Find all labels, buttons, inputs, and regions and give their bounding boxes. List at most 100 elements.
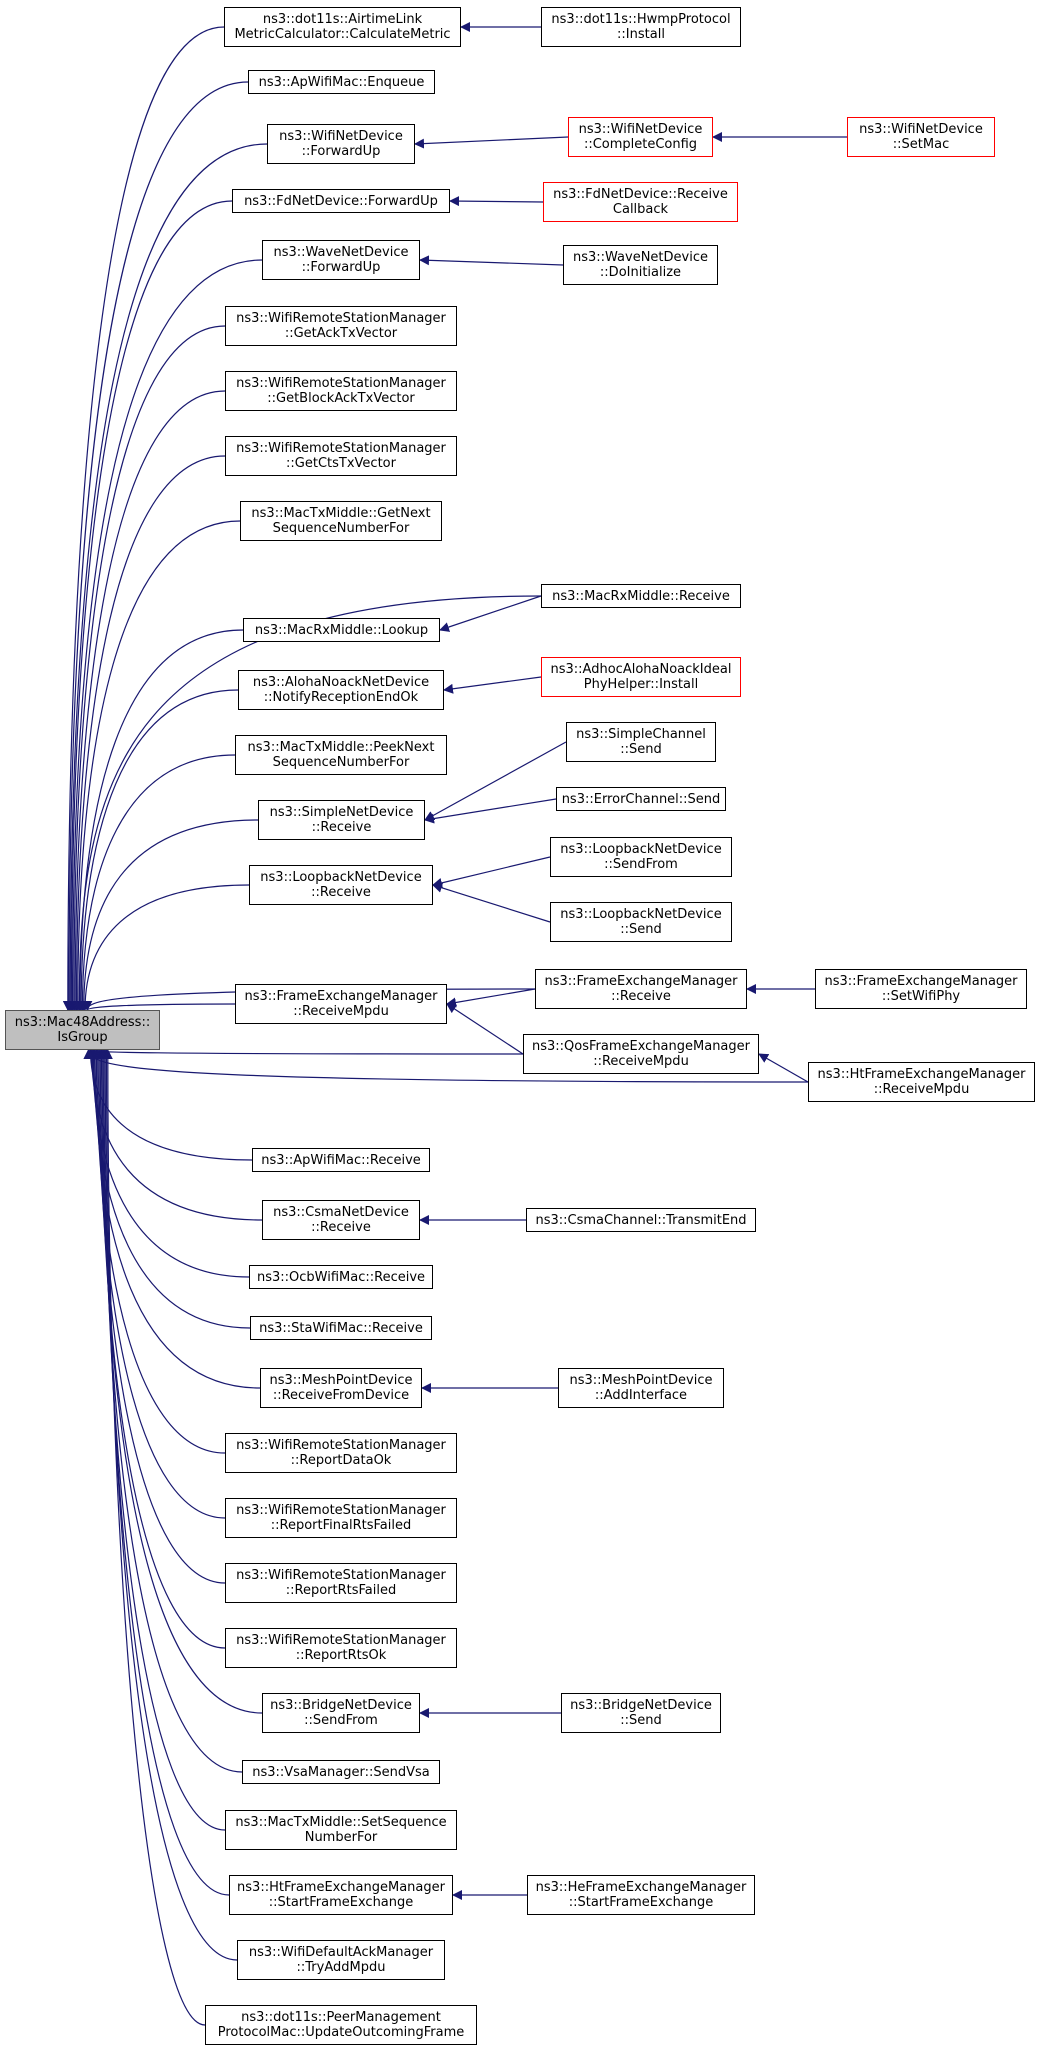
graph-node-n18[interactable]: ns3::OcbWifiMac::Receive — [249, 1265, 433, 1289]
graph-node-m12[interactable]: ns3::QosFrameExchangeManager::ReceiveMpd… — [523, 1034, 759, 1074]
node-label-line: ns3::LoopbackNetDevice — [560, 842, 722, 857]
edge-n11-to-root — [76, 689, 239, 1011]
node-label-line: ns3::WifiNetDevice — [859, 122, 983, 137]
edge-n18-to-root — [87, 1049, 250, 1278]
node-label-line: ns3::MeshPointDevice — [569, 1373, 713, 1388]
edge-layer — [62, 22, 847, 2026]
edge-m10-to-n14 — [432, 882, 551, 923]
node-label-line: ::Receive — [311, 1220, 371, 1235]
edge-m6-to-n11 — [443, 676, 542, 694]
graph-node-n6[interactable]: ns3::WifiRemoteStationManager::GetAckTxV… — [225, 306, 457, 346]
node-label-line: MetricCalculator::CalculateMetric — [234, 27, 451, 42]
graph-node-n16[interactable]: ns3::ApWifiMac::Receive — [252, 1148, 430, 1172]
node-label-line: ns3::WifiDefaultAckManager — [248, 1945, 434, 1960]
node-label-line: ns3::MacTxMiddle::PeekNext — [247, 740, 435, 755]
graph-node-n15[interactable]: ns3::FrameExchangeManager::ReceiveMpdu — [235, 984, 447, 1024]
graph-node-r3[interactable]: ns3::HtFrameExchangeManager::ReceiveMpdu — [808, 1062, 1035, 1102]
graph-node-n5[interactable]: ns3::WaveNetDevice::ForwardUp — [262, 240, 420, 280]
graph-node-m16[interactable]: ns3::HeFrameExchangeManager::StartFrameE… — [527, 1875, 755, 1915]
graph-node-n2[interactable]: ns3::ApWifiMac::Enqueue — [248, 70, 435, 94]
graph-node-n23[interactable]: ns3::WifiRemoteStationManager::ReportRts… — [225, 1563, 457, 1603]
node-label-line: ns3::FrameExchangeManager — [544, 974, 738, 989]
edge-m12-to-n15 — [446, 1003, 524, 1055]
graph-node-m2[interactable]: ns3::WifiNetDevice::CompleteConfig — [568, 117, 713, 157]
graph-node-n24[interactable]: ns3::WifiRemoteStationManager::ReportRts… — [225, 1628, 457, 1668]
edge-m3-to-n4 — [449, 196, 544, 207]
graph-node-m8[interactable]: ns3::ErrorChannel::Send — [556, 787, 726, 811]
graph-node-m4[interactable]: ns3::WaveNetDevice::DoInitialize — [563, 245, 718, 285]
graph-node-m1[interactable]: ns3::dot11s::HwmpProtocol::Install — [541, 7, 741, 47]
edge-n27-to-root — [98, 1049, 226, 1831]
graph-node-r1[interactable]: ns3::WifiNetDevice::SetMac — [847, 117, 995, 157]
node-label-line: ::StartFrameExchange — [568, 1895, 714, 1910]
edge-m8-to-n13 — [424, 798, 557, 824]
node-label-line: Callback — [612, 202, 669, 217]
graph-node-n17[interactable]: ns3::CsmaNetDevice::Receive — [262, 1200, 420, 1240]
graph-node-m10[interactable]: ns3::LoopbackNetDevice::Send — [550, 902, 732, 942]
edge-m5-to-n10 — [439, 595, 542, 632]
edge-m9-to-n14 — [432, 856, 551, 888]
node-label-line: ::ReceiveMpdu — [293, 1004, 389, 1019]
edge-n8-to-root — [71, 455, 226, 1011]
node-label-line: ::ReceiveMpdu — [593, 1054, 689, 1069]
node-label-line: ::ReportRtsOk — [295, 1648, 387, 1663]
graph-node-n13[interactable]: ns3::SimpleNetDevice::Receive — [258, 800, 425, 840]
node-label-line: ns3::OcbWifiMac::Receive — [256, 1269, 426, 1285]
node-label-line: ::GetCtsTxVector — [286, 456, 396, 471]
edge-n1-to-root — [62, 26, 225, 1011]
graph-node-n25[interactable]: ns3::BridgeNetDevice::SendFrom — [262, 1693, 420, 1733]
graph-node-n19[interactable]: ns3::StaWifiMac::Receive — [250, 1316, 432, 1340]
graph-node-m11[interactable]: ns3::FrameExchangeManager::Receive — [535, 969, 747, 1009]
graph-node-n21[interactable]: ns3::WifiRemoteStationManager::ReportDat… — [225, 1433, 457, 1473]
edge-m7-to-n13 — [424, 741, 567, 821]
graph-node-n8[interactable]: ns3::WifiRemoteStationManager::GetCtsTxV… — [225, 436, 457, 476]
node-label-line: ns3::FdNetDevice::Receive — [553, 187, 728, 202]
node-label-line: ns3::LoopbackNetDevice — [260, 870, 422, 885]
edge-r3-to-m12 — [758, 1053, 809, 1083]
graph-node-n26[interactable]: ns3::VsaManager::SendVsa — [242, 1760, 440, 1784]
graph-node-m5[interactable]: ns3::MacRxMiddle::Receive — [541, 584, 741, 608]
graph-node-n10[interactable]: ns3::MacRxMiddle::Lookup — [243, 618, 440, 642]
graph-node-n28[interactable]: ns3::HtFrameExchangeManager::StartFrameE… — [229, 1875, 453, 1915]
node-label-line: ::ReceiveFromDevice — [272, 1388, 410, 1403]
graph-node-n29[interactable]: ns3::WifiDefaultAckManager::TryAddMpdu — [237, 1940, 445, 1980]
graph-node-r2[interactable]: ns3::FrameExchangeManager::SetWifiPhy — [815, 969, 1027, 1009]
node-label-line: ::NotifyReceptionEndOk — [263, 690, 419, 705]
edge-n7-to-root — [70, 390, 226, 1011]
edge-n21-to-root — [91, 1049, 226, 1454]
graph-node-n3[interactable]: ns3::WifiNetDevice::ForwardUp — [267, 124, 415, 164]
graph-node-n14[interactable]: ns3::LoopbackNetDevice::Receive — [249, 865, 433, 905]
node-label-line: ::DoInitialize — [599, 265, 682, 280]
graph-node-n7[interactable]: ns3::WifiRemoteStationManager::GetBlockA… — [225, 371, 457, 411]
node-label-line: ns3::ApWifiMac::Receive — [261, 1152, 421, 1168]
graph-node-m13[interactable]: ns3::CsmaChannel::TransmitEnd — [526, 1208, 756, 1232]
edge-n14-to-root — [80, 884, 250, 1011]
graph-node-m7[interactable]: ns3::SimpleChannel::Send — [566, 722, 716, 762]
graph-node-m15[interactable]: ns3::BridgeNetDevice::Send — [561, 1693, 721, 1733]
node-label-line: ::ForwardUp — [301, 144, 381, 159]
graph-node-n11[interactable]: ns3::AlohaNoackNetDevice::NotifyReceptio… — [238, 670, 444, 710]
edge-n19-to-root — [88, 1049, 251, 1329]
node-label-line: ns3::CsmaChannel::TransmitEnd — [535, 1212, 747, 1228]
node-label-line: ::Receive — [611, 989, 671, 1004]
node-label-line: ::GetBlockAckTxVector — [267, 391, 415, 406]
graph-node-m9[interactable]: ns3::LoopbackNetDevice::SendFrom — [550, 837, 732, 877]
edge-n3-to-root — [65, 143, 268, 1011]
node-label-line: ::SendFrom — [604, 857, 678, 872]
graph-node-m14[interactable]: ns3::MeshPointDevice::AddInterface — [558, 1368, 724, 1408]
node-label-line: ::SetMac — [892, 137, 950, 152]
graph-node-n22[interactable]: ns3::WifiRemoteStationManager::ReportFin… — [225, 1498, 457, 1538]
edge-n4-to-root — [66, 200, 233, 1011]
node-label-line: ::TryAddMpdu — [296, 1960, 386, 1975]
edge-n17-to-root — [86, 1049, 263, 1221]
graph-node-n4[interactable]: ns3::FdNetDevice::ForwardUp — [232, 189, 450, 213]
graph-node-n20[interactable]: ns3::MeshPointDevice::ReceiveFromDevice — [260, 1368, 422, 1408]
